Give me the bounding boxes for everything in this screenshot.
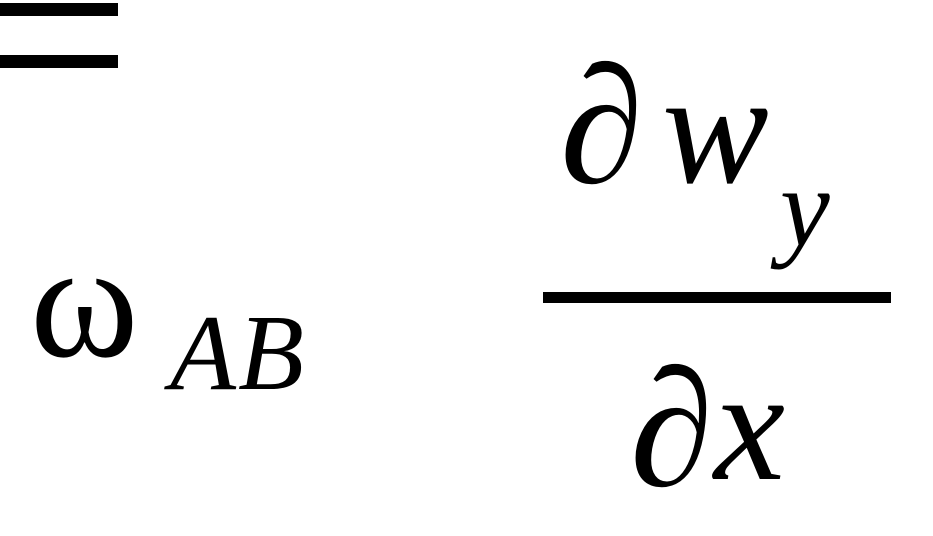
numerator-subscript: y <box>780 146 830 270</box>
fraction-bar <box>543 292 891 303</box>
numerator-partial-symbol: ∂ <box>560 33 644 219</box>
denominator-variable: x <box>714 336 786 514</box>
numerator-variable: w <box>662 39 769 217</box>
equals-sign <box>0 0 118 68</box>
equals-bottom-bar <box>0 55 118 68</box>
equals-top-bar <box>0 3 118 16</box>
denominator-partial-symbol: ∂ <box>630 336 714 522</box>
omega-subscript: AB <box>170 294 306 413</box>
omega-symbol: ω <box>30 209 139 392</box>
